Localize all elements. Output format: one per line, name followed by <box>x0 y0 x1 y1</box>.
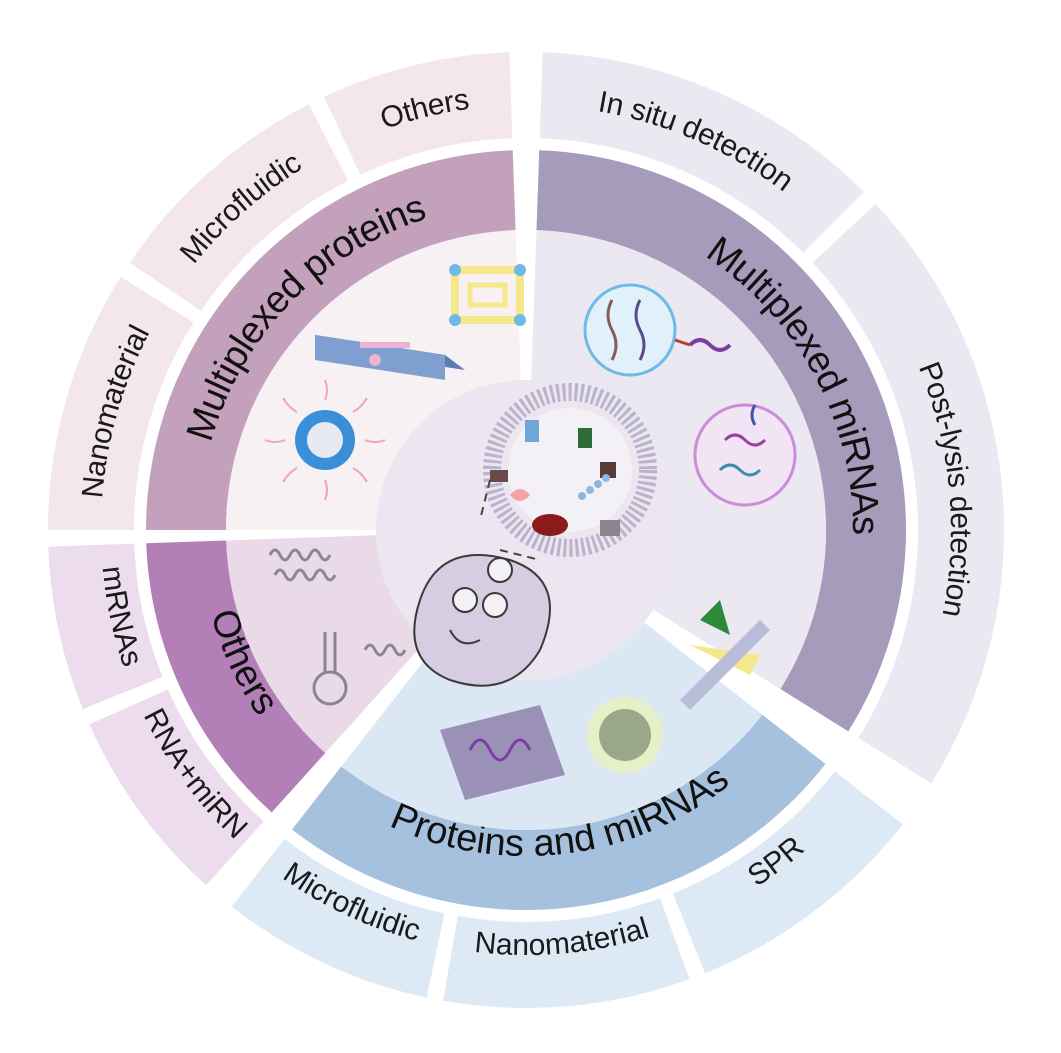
subcategory-band <box>323 52 513 175</box>
subcategory-band <box>89 689 264 886</box>
subcategory-band <box>48 543 163 710</box>
droplet-icon <box>583 283 732 377</box>
category-band <box>146 150 516 530</box>
category-band <box>292 714 826 910</box>
subcategory-band <box>812 204 1004 784</box>
subcategory-band <box>48 276 194 530</box>
subcategory-band <box>539 52 864 253</box>
mof-lattice-icon <box>449 264 526 326</box>
mrna-strand-icon <box>268 548 337 582</box>
microfluidic-chip-icon <box>315 335 465 380</box>
hairpin-probe-icon <box>312 632 407 706</box>
cell-icon <box>413 554 551 687</box>
vesicle-icon <box>483 383 657 557</box>
nanoparticle-icon <box>264 379 386 501</box>
category-band <box>146 540 326 813</box>
category-band <box>536 150 907 732</box>
subcategory-band <box>231 838 445 998</box>
laser-sensor-icon <box>680 600 770 710</box>
serpentine-chip-icon <box>440 705 565 800</box>
subcategory-band <box>129 104 349 311</box>
spr-ring-icon <box>587 697 663 773</box>
subcategory-band <box>442 898 690 1008</box>
subcategory-band <box>672 771 903 974</box>
cell-lysate-icon <box>693 403 797 507</box>
